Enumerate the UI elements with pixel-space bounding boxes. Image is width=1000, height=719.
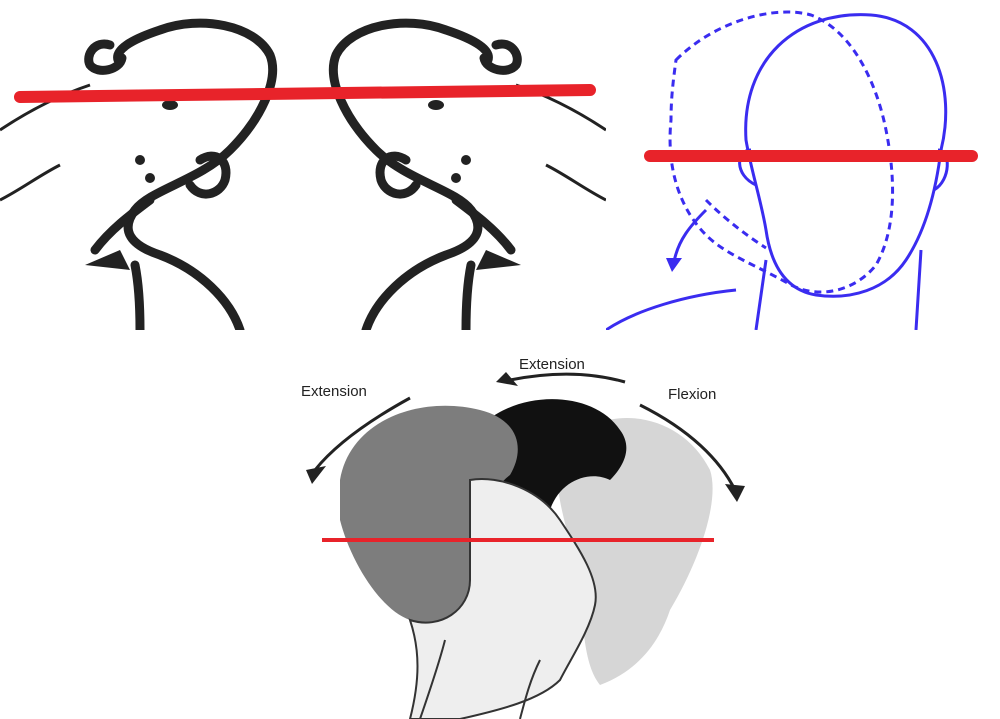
dashed-chin-curve <box>706 200 766 248</box>
label-extension-left: Extension <box>301 383 367 400</box>
head-outline-panel <box>606 0 1000 330</box>
right-body-line <box>466 265 471 330</box>
right-nostril-dot <box>451 173 461 183</box>
left-nostril-dot <box>145 173 155 183</box>
label-extension-top: Extension <box>519 356 585 373</box>
left-nostril-dot <box>135 155 145 165</box>
infant-heads-panel <box>0 0 606 330</box>
label-flexion: Flexion <box>668 386 716 403</box>
extension-left-arrowhead <box>306 466 326 484</box>
left-eye-mark <box>162 100 178 110</box>
tilt-arrow-curve <box>674 210 706 262</box>
extension-flexion-panel <box>0 330 1000 719</box>
flexion-arrowhead <box>725 484 745 502</box>
tilt-arrow-head <box>666 258 682 272</box>
right-nostril-dot <box>461 155 471 165</box>
extension-flexion-illustration <box>0 330 1000 719</box>
reference-line-top-left <box>20 90 590 97</box>
head-outline-illustration <box>606 0 1000 330</box>
right-eye-mark <box>428 100 444 110</box>
solid-shoulder <box>606 290 736 330</box>
extension-top-arrow <box>510 374 625 382</box>
infant-heads-illustration <box>0 0 606 330</box>
left-body-line <box>135 265 140 330</box>
